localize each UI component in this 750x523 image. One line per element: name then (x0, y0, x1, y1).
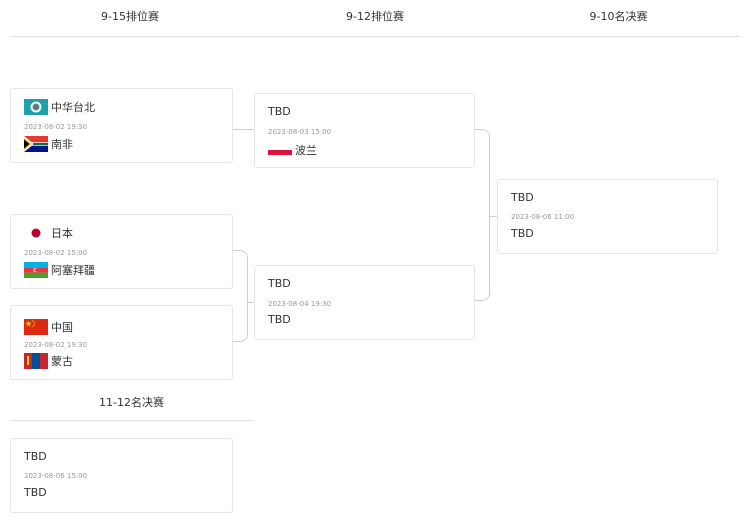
match-card-9-10-final[interactable]: TBD 2023-08-06 11:00 TBD (497, 179, 718, 254)
team-name: 南非 (51, 138, 73, 151)
team-row-home[interactable]: 中国 (24, 318, 73, 336)
round-header-11-12: 11-12名决赛 (99, 396, 164, 409)
team-row-home[interactable]: TBD (511, 188, 534, 206)
team-name: 日本 (51, 227, 73, 240)
connector-m1-m4 (233, 129, 255, 130)
mongolia-flag-icon (24, 353, 48, 369)
team-row-away[interactable]: 蒙古 (24, 352, 73, 370)
team-row-away[interactable]: 南非 (24, 135, 73, 153)
japan-flag-icon (24, 225, 48, 241)
match-card-china-mongolia[interactable]: 中国 2023-08-02 19:30 蒙古 (10, 305, 233, 380)
connector-m45-m6 (489, 216, 497, 217)
team-name: 波兰 (295, 144, 317, 157)
team-row-away[interactable]: 阿塞拜疆 (24, 261, 95, 279)
match-card-11-12-final[interactable]: TBD 2023-08-06 15:00 TBD (10, 438, 233, 513)
round-header-9-12: 9-12排位赛 (346, 10, 404, 23)
china-flag-icon (24, 319, 48, 335)
poland-flag-icon (268, 145, 292, 155)
team-row-home[interactable]: TBD (268, 102, 291, 120)
team-name: TBD (511, 226, 534, 240)
team-name: TBD (268, 276, 291, 290)
match-card-9-12-second[interactable]: TBD 2023-08-04 19:30 TBD (254, 265, 475, 340)
match-date: 2023-08-02 19:30 (24, 123, 88, 131)
match-date: 2023-08-04 19:30 (268, 300, 332, 308)
team-name: TBD (24, 485, 47, 499)
connector-m23-m5 (247, 302, 255, 303)
round-header-9-10: 9-10名决赛 (589, 10, 648, 23)
team-name: TBD (24, 449, 47, 463)
team-row-away[interactable]: TBD (24, 483, 47, 501)
match-card-tbd-poland[interactable]: TBD 2023-08-03 15:00 波兰 (254, 93, 475, 168)
header-divider (10, 36, 740, 37)
team-row-home[interactable]: TBD (268, 274, 291, 292)
south-africa-flag-icon (24, 136, 48, 152)
match-card-taipei-south-africa[interactable]: 中华台北 2023-08-02 19:30 南非 (10, 88, 233, 163)
match-date: 2023-08-06 15:00 (24, 472, 88, 480)
subheader-divider (10, 420, 253, 421)
connector-m4-m5 (475, 129, 490, 301)
team-row-away[interactable]: 波兰 (268, 141, 317, 159)
team-name: 阿塞拜疆 (51, 264, 95, 277)
team-name: 蒙古 (51, 355, 73, 368)
team-row-away[interactable]: TBD (268, 310, 291, 328)
team-row-home[interactable]: 日本 (24, 224, 73, 242)
match-date: 2023-08-06 11:00 (511, 213, 575, 221)
team-name: 中国 (51, 321, 73, 334)
connector-m2-m3 (232, 250, 248, 342)
team-row-home[interactable]: 中华台北 (24, 98, 95, 116)
team-name: TBD (268, 312, 291, 326)
team-name: TBD (268, 104, 291, 118)
team-row-away[interactable]: TBD (511, 224, 534, 242)
match-date: 2023-08-03 15:00 (268, 128, 332, 136)
round-header-9-15: 9-15排位赛 (101, 10, 159, 23)
azerbaijan-flag-icon (24, 262, 48, 278)
chinese-taipei-flag-icon (24, 99, 48, 115)
team-row-home[interactable]: TBD (24, 447, 47, 465)
match-card-japan-azerbaijan[interactable]: 日本 2023-08-02 15:00 阿塞拜疆 (10, 214, 233, 289)
match-date: 2023-08-02 15:00 (24, 249, 88, 257)
match-date: 2023-08-02 19:30 (24, 341, 88, 349)
team-name: TBD (511, 190, 534, 204)
team-name: 中华台北 (51, 101, 95, 114)
